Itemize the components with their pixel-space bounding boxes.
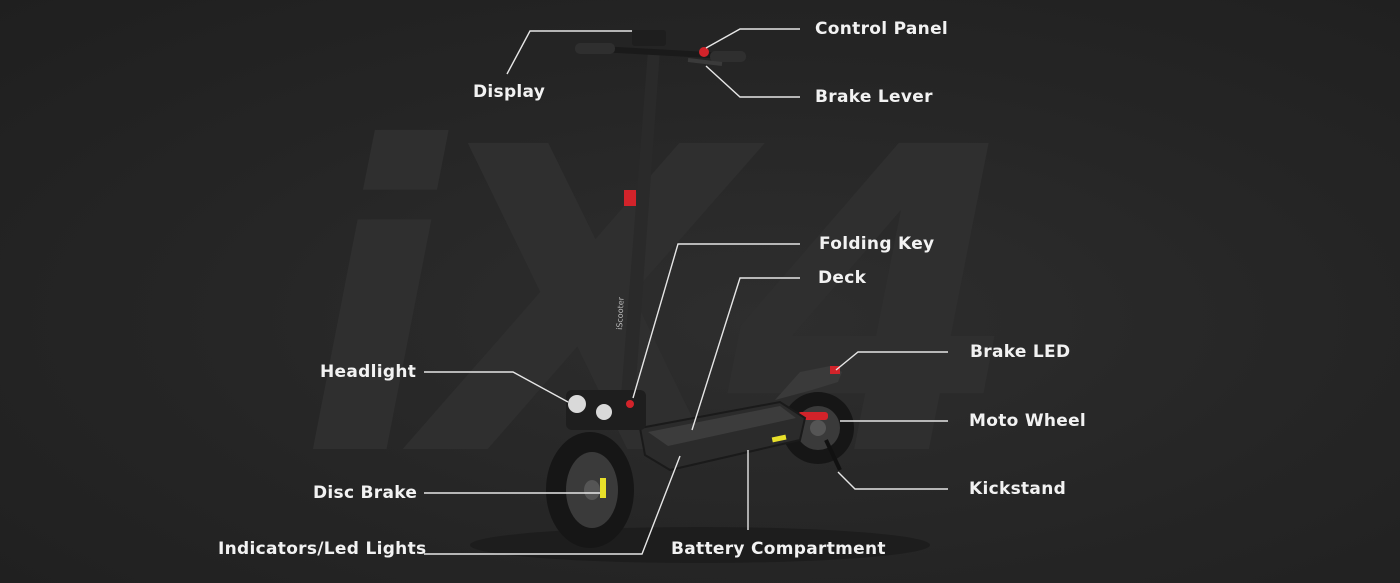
deck-top (648, 406, 796, 446)
label-control-panel: Control Panel (815, 19, 949, 39)
label-headlight: Headlight (320, 362, 417, 382)
headlight-leader (424, 371, 569, 403)
label-brake-lever: Brake Lever (815, 87, 933, 107)
control-panel-knob (699, 47, 709, 57)
label-display: Display (473, 82, 546, 102)
folding-key-leader (632, 243, 800, 399)
deck-leader (691, 277, 800, 431)
kickstand-shape (824, 439, 842, 471)
folding-collar (624, 190, 636, 206)
label-folding-key: Folding Key (819, 234, 935, 254)
left-grip (575, 43, 615, 54)
rear-fender (775, 366, 842, 400)
label-moto-wheel: Moto Wheel (969, 411, 1087, 431)
display-unit (632, 30, 666, 46)
label-battery-compartment: Battery Compartment (671, 539, 886, 559)
front-wheel (546, 432, 634, 548)
indicators-leader (424, 455, 681, 555)
deck-reflector (771, 434, 787, 443)
brake-lever-leader (705, 65, 800, 98)
brake-led-leader (835, 351, 948, 371)
right-grip (710, 51, 746, 62)
stem (620, 50, 660, 410)
label-indicators: Indicators/Led Lights (218, 539, 427, 559)
disc-brake-shape (600, 478, 606, 498)
label-brake-led: Brake LED (970, 342, 1071, 362)
stem-brand: iScooter (615, 296, 626, 330)
leader-lines (424, 28, 948, 555)
label-deck: Deck (818, 268, 867, 288)
display-leader (506, 30, 632, 75)
headlight-left (568, 395, 586, 413)
headlight-right (596, 404, 612, 420)
brake-lever-shape (687, 58, 723, 66)
label-disc-brake: Disc Brake (313, 483, 418, 503)
control-panel-leader (705, 28, 800, 49)
kickstand-leader (837, 471, 948, 490)
indicator-red (626, 400, 634, 408)
label-kickstand: Kickstand (969, 479, 1067, 499)
brake-led-shape (830, 366, 840, 374)
